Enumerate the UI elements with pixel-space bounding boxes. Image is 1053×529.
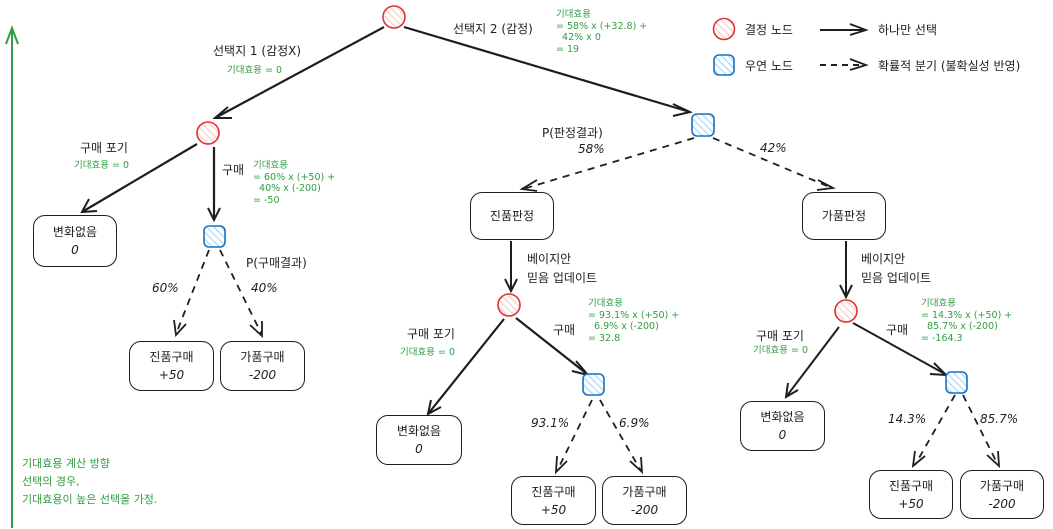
b1-no-change-outcome: 변화없음 0	[33, 215, 117, 267]
outcome-value: +50	[540, 502, 567, 517]
edge-cr-fake	[962, 394, 1001, 469]
root-decision-node	[382, 5, 406, 29]
b2-prob-label: P(판정결과)	[542, 126, 603, 140]
eu-direction-arrow	[5, 25, 19, 528]
outcome-value: -200	[630, 502, 659, 517]
legend-dashed-arrow-icon	[820, 58, 869, 71]
chance-node-fake-judgment	[945, 371, 968, 394]
b2r-buy-label: 구매	[886, 323, 909, 337]
outcome-title: 진품구매	[149, 350, 194, 364]
decision-node-option1	[196, 121, 220, 145]
edge-cl-genuine	[554, 399, 593, 475]
note-line-1: 기대효용 계산 방향	[22, 457, 110, 470]
edge-dl-giveup	[426, 318, 505, 416]
b2r-p-fake: 85.7%	[980, 412, 1019, 426]
edge-c2-genuine-judgment	[519, 137, 695, 192]
b2-p-genuine-judgment: 58%	[578, 142, 605, 156]
judgment-title: 가품판정	[821, 209, 867, 223]
b2r-buy-eu: 기대효용 = 14.3% x (+50) + 85.7% x (-200) = …	[921, 298, 1013, 344]
decision-node-genuine-judgment	[497, 293, 521, 317]
outcome-title: 진품구매	[531, 484, 576, 499]
option1-eu: 기대효용 = 0	[227, 65, 283, 76]
b1-genuine-outcome: 진품구매 +50	[129, 341, 214, 391]
b2-p-fake-judgment: 42%	[760, 141, 787, 155]
b1-p-genuine: 60%	[152, 281, 179, 295]
b2l-buy-eu: 기대효용 = 93.1% x (+50) + 6.9% x (-200) = 3…	[588, 298, 680, 344]
chance-node-option1	[203, 225, 226, 248]
decision-node-fake-judgment	[834, 299, 858, 323]
b2l-giveup-eu: 기대효용 = 0	[400, 347, 456, 358]
edge-cl-fake	[599, 399, 644, 475]
option1-label: 선택지 1 (감정X)	[213, 44, 302, 58]
b2l-buy-label: 구매	[553, 323, 576, 337]
note-line-3: 기대효용이 높은 선택을 가정.	[22, 493, 158, 506]
genuine-judgment-node: 진품판정	[470, 192, 554, 240]
b1-p-fake: 40%	[251, 281, 278, 295]
judgment-title: 진품판정	[489, 209, 535, 223]
edge-d1-buy	[207, 147, 221, 223]
b2r-giveup-label: 구매 포기	[756, 329, 804, 343]
outcome-value: 0	[71, 243, 79, 257]
edge-d1-giveup	[80, 143, 198, 214]
b1-fake-outcome: 가품구매 -200	[220, 341, 305, 391]
outcome-value: -200	[988, 496, 1016, 511]
outcome-value: 0	[778, 428, 787, 442]
edge-cr-genuine	[911, 394, 956, 469]
b1-giveup-eu: 기대효용 = 0	[74, 160, 130, 171]
b2l-p-genuine: 93.1%	[531, 416, 570, 430]
option2-label: 선택지 2 (감정)	[453, 22, 533, 36]
b2l-genuine-outcome: 진품구매 +50	[511, 476, 596, 525]
outcome-title: 가품구매	[240, 350, 285, 364]
b2l-giveup-label: 구매 포기	[407, 327, 455, 341]
b2-left-bayes-label: 베이지안 믿음 업데이트	[527, 252, 598, 285]
legend-dashed-arrow-label: 확률적 분기 (불확실성 반영)	[878, 59, 1021, 73]
outcome-value: +50	[158, 368, 185, 382]
option2-eu: 기대효용 = 58% x (+32.8) + 42% x 0 = 19	[556, 9, 648, 55]
edge-gj-bayes	[504, 241, 518, 294]
edge-c1-fake	[219, 249, 263, 339]
outcome-title: 가품구매	[979, 478, 1025, 493]
edge-dr-giveup	[784, 326, 840, 399]
b2r-giveup-eu: 기대효용 = 0	[753, 345, 809, 356]
b2r-genuine-outcome: 진품구매 +50	[869, 470, 953, 519]
b2r-fake-outcome: 가품구매 -200	[960, 470, 1044, 519]
note-line-2: 선택의 경우,	[22, 475, 80, 488]
legend-decision-label: 결정 노드	[745, 23, 793, 37]
b2l-no-change-outcome: 변화없음 0	[376, 415, 462, 465]
edge-c2-fake-judgment	[712, 137, 836, 191]
b2l-p-fake: 6.9%	[619, 416, 650, 430]
edge-root-option1	[212, 26, 385, 119]
b2-right-bayes-label: 베이지안 믿음 업데이트	[861, 252, 932, 285]
b1-buy-label: 구매	[222, 163, 245, 177]
edge-dl-buy	[515, 317, 591, 377]
legend-decision-icon	[712, 17, 736, 41]
b2r-p-genuine: 14.3%	[888, 412, 927, 426]
outcome-value: -200	[248, 368, 277, 382]
edge-fj-bayes	[839, 241, 853, 300]
b1-prob-label: P(구매결과)	[246, 256, 307, 270]
outcome-title: 가품구매	[622, 484, 667, 499]
outcome-title: 진품구매	[888, 478, 934, 493]
b1-giveup-label: 구매 포기	[80, 141, 128, 155]
outcome-title: 변화없음	[396, 424, 442, 438]
outcome-value: 0	[415, 442, 423, 456]
b1-buy-eu: 기대효용 = 60% x (+50) + 40% x (-200) = -50	[253, 160, 336, 206]
b2l-fake-outcome: 가품구매 -200	[602, 476, 687, 525]
legend-chance-label: 우연 노드	[745, 59, 793, 73]
legend-solid-arrow-label: 하나만 선택	[878, 23, 938, 37]
legend-chance-icon	[713, 54, 735, 76]
legend-solid-arrow-icon	[820, 23, 869, 36]
edge-c1-genuine	[173, 249, 210, 338]
chance-node-genuine-judgment	[582, 373, 605, 396]
fake-judgment-node: 가품판정	[802, 192, 886, 240]
edge-root-option2	[403, 25, 694, 117]
b2r-no-change-outcome: 변화없음 0	[740, 401, 825, 451]
outcome-title: 변화없음	[760, 410, 805, 424]
chance-node-option2	[691, 113, 715, 137]
outcome-title: 변화없음	[52, 225, 98, 239]
outcome-value: +50	[898, 496, 924, 511]
